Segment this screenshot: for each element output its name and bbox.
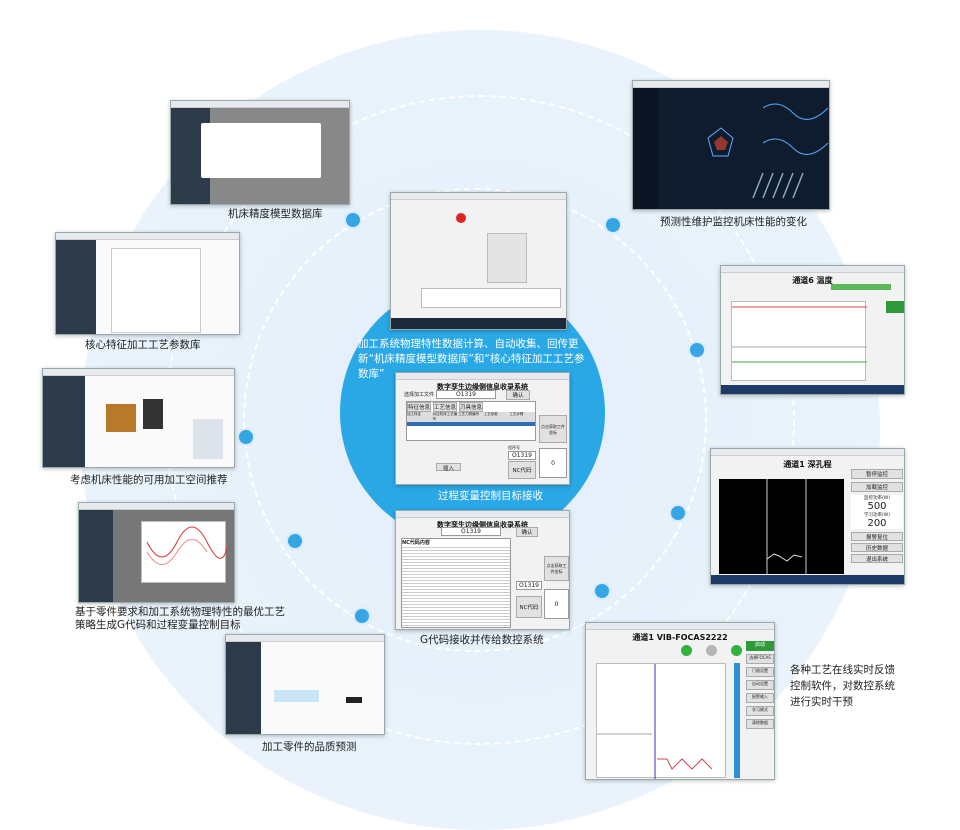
count-display: 0	[539, 448, 567, 478]
prog-no-field: O1319	[516, 581, 542, 590]
col: 工艺刀具编号	[458, 412, 480, 416]
data-calc-screenshot	[390, 192, 567, 330]
ring-node	[344, 211, 362, 229]
value1: 500	[851, 501, 903, 512]
feedback-label-3: 进行实时干预	[790, 696, 853, 708]
status-lamp-on	[681, 645, 692, 656]
pause-monitor-button[interactable]: 暂停监控	[851, 469, 903, 479]
feedback-label-2: 控制软件，对数控系统	[790, 680, 895, 692]
col: 加工特征	[407, 412, 421, 416]
app-title: 数字孪生边缘侧信息收录系统	[437, 521, 528, 529]
temp-title: 通道6 温度	[792, 276, 833, 285]
space-recommend-label: 考虑机床性能的可用加工空间推荐	[70, 474, 228, 486]
start-button[interactable]: 启动	[746, 641, 774, 651]
tab-feature[interactable]: 特征信息	[407, 402, 432, 412]
process-db-label: 核心特征加工工艺参数库	[85, 339, 201, 351]
strategy-label-1: 基于零件要求和加工系统物理特性的最优工艺	[75, 606, 285, 618]
alarm-reset-button[interactable]: 报警复位	[851, 532, 903, 541]
drill-title: 通道1 深孔程	[783, 460, 832, 469]
col: 工艺参数	[483, 412, 498, 416]
quality-screenshot	[225, 634, 385, 735]
tab-tool[interactable]: 刀具信息	[459, 402, 484, 412]
nc-code-button[interactable]: NC代码	[508, 461, 536, 479]
vib-chart	[597, 664, 713, 779]
clear-data-button[interactable]: 清除数据	[746, 719, 774, 729]
value2-label: 学习功率(W)	[851, 512, 903, 518]
prog-no-label: 程序号	[508, 445, 520, 450]
load-monitor-button[interactable]: 加载监控	[851, 482, 903, 492]
feedback-label-1: 各种工艺在线实时反馈	[790, 664, 895, 676]
insert-button[interactable]: 插入	[436, 463, 461, 472]
ring-node	[604, 216, 622, 234]
temp-action-button[interactable]	[886, 301, 904, 313]
maintenance-label: 预测性维护监控机床性能的变化	[660, 216, 807, 228]
count-display: 0	[544, 589, 569, 619]
program-label: 选择加工文件	[404, 392, 435, 398]
exit-button[interactable]: 退出系统	[851, 554, 903, 563]
strategy-screenshot	[78, 502, 235, 603]
program-select[interactable]: O1319	[436, 390, 496, 399]
ring-node	[593, 582, 611, 600]
nc-code-button[interactable]: NC代码	[516, 596, 542, 618]
target-receive-label: 过程变量控制目标接收	[438, 490, 543, 502]
value1-label: 监控功率(W)	[851, 495, 903, 501]
ring-node	[688, 341, 706, 359]
value2: 200	[851, 518, 903, 529]
tab-process[interactable]: 工艺信息	[433, 402, 458, 412]
history-button[interactable]: 历史数据	[851, 543, 903, 552]
ring-node	[286, 532, 304, 550]
center-caption: 加工系统物理特性数据计算、自动收集、回传更新“机床精度模型数据库”和“核心特征加…	[358, 338, 585, 380]
ring-node	[353, 607, 371, 625]
get-coord-button[interactable]: 点击获取工件坐标	[539, 415, 567, 443]
temp-chart	[732, 306, 867, 363]
strategy-chart	[146, 526, 228, 565]
focas-button[interactable]: 选择FOCAS	[746, 654, 774, 664]
target-receive-screenshot: 数字孪生边缘侧信息收录系统 选择加工文件 O1319 确认 特征信息工艺信息刀具…	[395, 372, 570, 485]
space-recommend-screenshot	[42, 368, 235, 468]
precision-db-label: 机床精度模型数据库	[228, 208, 323, 220]
prog-no-field: O1319	[508, 451, 536, 460]
temperature-screenshot: 通道6 温度	[720, 265, 905, 395]
vib-title: 通道1 VIB-FOCAS2222	[632, 633, 728, 642]
confirm-button[interactable]: 确认	[516, 527, 538, 537]
status-lamp-on	[730, 645, 742, 656]
app-title: 数字孪生边缘侧信息收录系统	[437, 383, 528, 391]
gcode-screenshot: 数字孪生边缘侧信息收录系统 O1319 确认 NC代码内容 O1319 NC代码…	[395, 510, 570, 630]
learn-mode-button[interactable]: 学习模式	[746, 706, 774, 716]
precision-db-screenshot	[170, 100, 350, 205]
dashed-ring	[243, 188, 707, 652]
deep-drill-screenshot: 通道1 深孔程 暂停监控 加载监控 监控功率(W) 500 学习功率(W) 20…	[710, 448, 905, 585]
quality-label: 加工零件的品质预测	[262, 741, 357, 753]
strategy-label-2: 策略生成G代码和过程变量控制目标	[75, 619, 241, 631]
ring-node	[669, 504, 687, 522]
col: 对应机床工艺编号	[432, 412, 458, 421]
status-lamp-off	[705, 645, 717, 656]
program-select[interactable]: O1319	[441, 527, 501, 536]
ring-node	[237, 428, 255, 446]
alarm-input-button[interactable]: 报警输入	[746, 693, 774, 703]
auto-set-button[interactable]: 自动设置	[746, 680, 774, 690]
maintenance-dashboard	[633, 88, 829, 209]
nc-content-label: NC代码内容	[402, 539, 510, 546]
vib-control-screenshot: 通道1 VIB-FOCAS2222 启动 选择FOCAS 门限设置 自动设置 报…	[585, 622, 775, 780]
drill-chart	[766, 479, 807, 574]
get-coord-button[interactable]: 点击获取工件坐标	[544, 556, 569, 581]
gcode-label: G代码接收并传给数控系统	[420, 634, 544, 646]
confirm-button[interactable]: 确认	[506, 390, 530, 400]
maintenance-screenshot	[632, 80, 830, 210]
threshold-button[interactable]: 门限设置	[746, 667, 774, 677]
process-db-screenshot	[55, 232, 240, 335]
col: 工艺步骤	[509, 412, 524, 416]
